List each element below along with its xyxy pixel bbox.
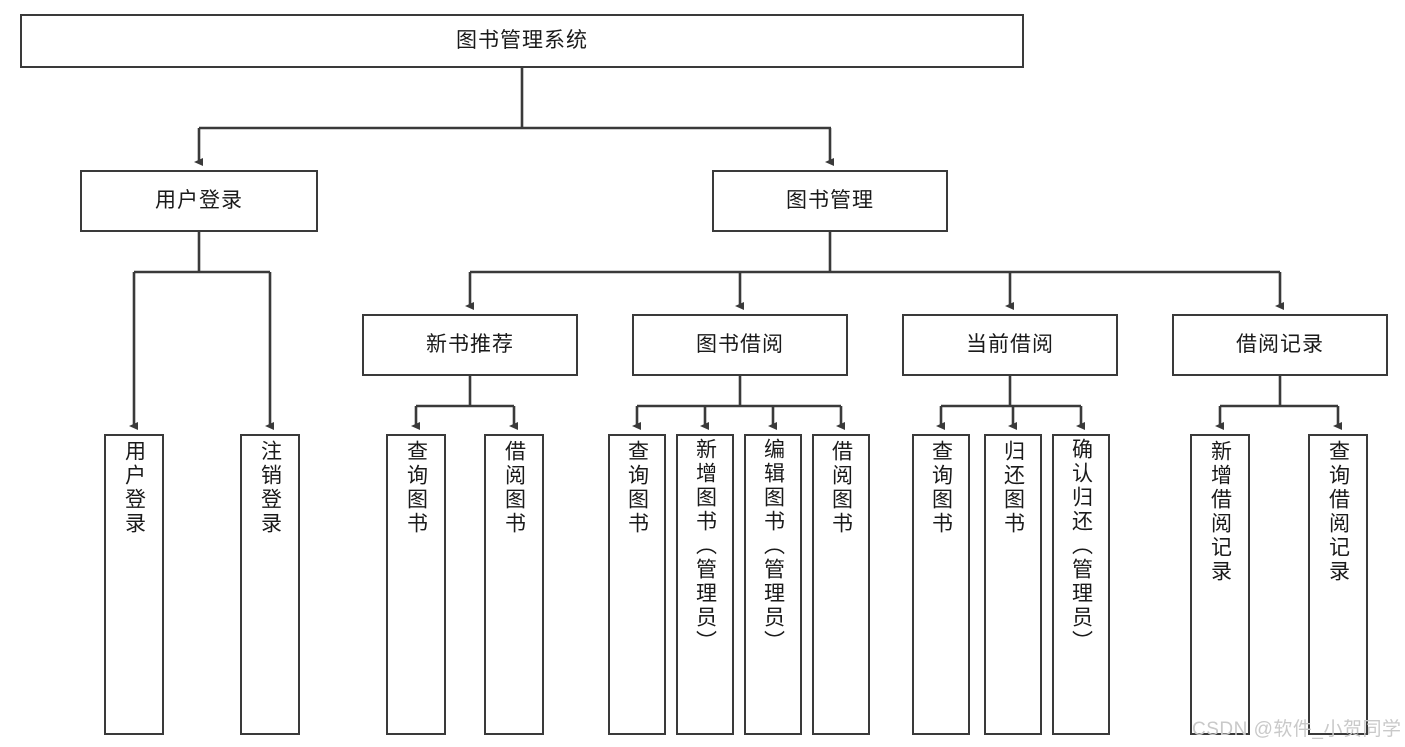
leaf-label: 编辑图书（管理员） bbox=[761, 438, 785, 654]
leaf-label: 新增图书（管理员） bbox=[693, 438, 717, 654]
node-current-borrow[interactable]: 当前借阅 bbox=[902, 314, 1118, 376]
node-new-book-recommend[interactable]: 新书推荐 bbox=[362, 314, 578, 376]
node-user-login-label: 用户登录 bbox=[155, 188, 243, 212]
leaf-edit-book-admin[interactable]: 编辑图书（管理员） bbox=[744, 434, 802, 735]
leaf-borrow-book-recommend[interactable]: 借阅图书 bbox=[484, 434, 544, 735]
node-current-borrow-label: 当前借阅 bbox=[966, 332, 1054, 356]
csdn-watermark: CSDN @软件_小贺同学 bbox=[1192, 719, 1402, 740]
leaf-confirm-return-admin[interactable]: 确认归还（管理员） bbox=[1052, 434, 1110, 735]
leaf-logout[interactable]: 注销登录 bbox=[240, 434, 300, 735]
leaf-label: 借阅图书 bbox=[829, 440, 853, 536]
leaf-label: 新增借阅记录 bbox=[1208, 440, 1232, 584]
node-book-borrow[interactable]: 图书借阅 bbox=[632, 314, 848, 376]
leaf-label: 查询图书 bbox=[929, 440, 953, 536]
leaf-query-book-borrow[interactable]: 查询图书 bbox=[608, 434, 666, 735]
node-book-management-label: 图书管理 bbox=[786, 188, 874, 212]
leaf-return-book[interactable]: 归还图书 bbox=[984, 434, 1042, 735]
leaf-query-book-recommend[interactable]: 查询图书 bbox=[386, 434, 446, 735]
node-borrow-record[interactable]: 借阅记录 bbox=[1172, 314, 1388, 376]
node-book-borrow-label: 图书借阅 bbox=[696, 332, 784, 356]
leaf-borrow-book[interactable]: 借阅图书 bbox=[812, 434, 870, 735]
leaf-label: 查询图书 bbox=[404, 440, 428, 536]
node-book-management[interactable]: 图书管理 bbox=[712, 170, 948, 232]
leaf-label: 归还图书 bbox=[1001, 440, 1025, 536]
node-root[interactable]: 图书管理系统 bbox=[20, 14, 1024, 68]
leaf-add-book-admin[interactable]: 新增图书（管理员） bbox=[676, 434, 734, 735]
leaf-label: 注销登录 bbox=[258, 440, 282, 536]
leaf-user-login[interactable]: 用户登录 bbox=[104, 434, 164, 735]
leaf-label: 借阅图书 bbox=[502, 440, 526, 536]
node-borrow-record-label: 借阅记录 bbox=[1236, 332, 1324, 356]
node-user-login[interactable]: 用户登录 bbox=[80, 170, 318, 232]
node-root-label: 图书管理系统 bbox=[456, 28, 588, 52]
node-new-book-recommend-label: 新书推荐 bbox=[426, 332, 514, 356]
leaf-label: 确认归还（管理员） bbox=[1069, 438, 1093, 654]
leaf-query-book-current[interactable]: 查询图书 bbox=[912, 434, 970, 735]
leaf-query-borrow-record[interactable]: 查询借阅记录 bbox=[1308, 434, 1368, 735]
leaf-label: 用户登录 bbox=[122, 440, 146, 536]
leaf-add-borrow-record[interactable]: 新增借阅记录 bbox=[1190, 434, 1250, 735]
leaf-label: 查询借阅记录 bbox=[1326, 440, 1350, 584]
leaf-label: 查询图书 bbox=[625, 440, 649, 536]
